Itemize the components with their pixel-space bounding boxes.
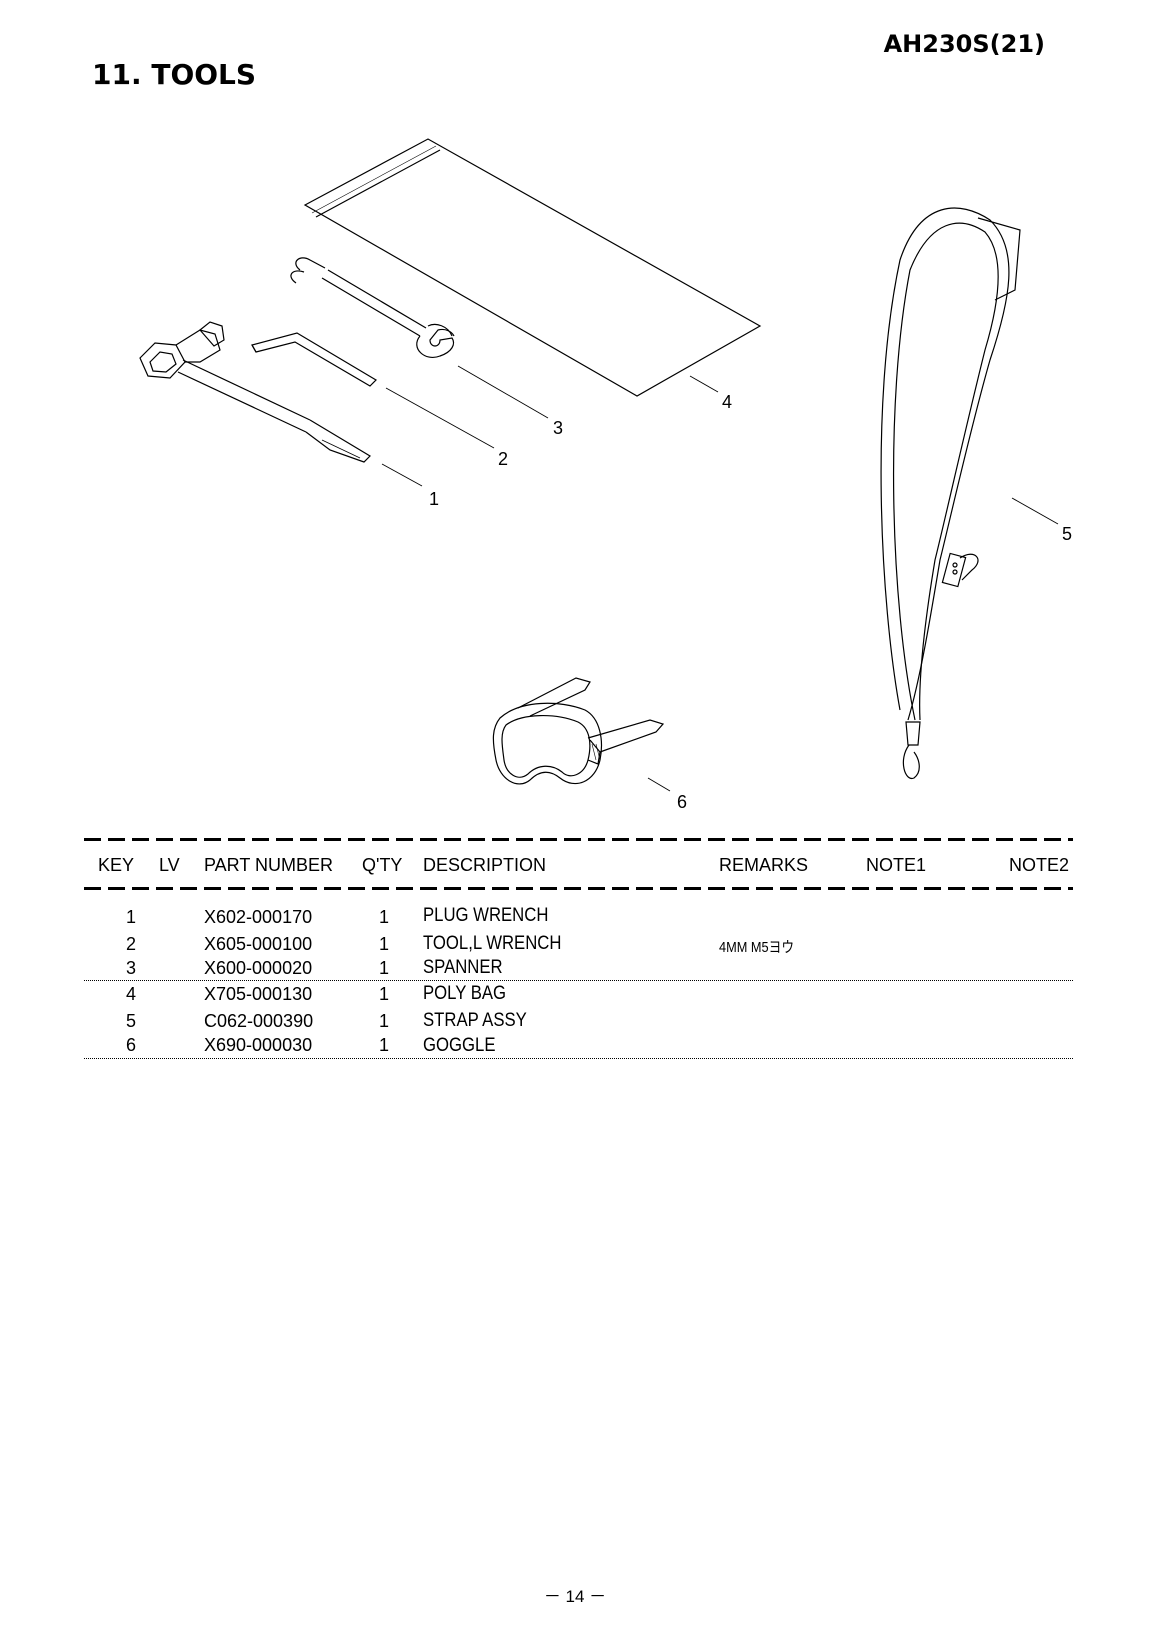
table-bottom-rule — [84, 1058, 1073, 1059]
section-title: 11. TOOLS — [92, 58, 257, 91]
table-top-rule — [84, 838, 1073, 841]
col-header-note1: NOTE1 — [866, 855, 927, 875]
col-header-lv: LV — [159, 855, 180, 875]
col-header-part-number: PART NUMBER — [204, 855, 334, 875]
group-divider-1 — [84, 980, 1073, 981]
row-2-qty: 1 — [379, 934, 390, 954]
col-header-key: KEY — [98, 855, 135, 875]
row-1-part-number: X602-000170 — [204, 907, 313, 927]
row-4-qty: 1 — [379, 984, 390, 1004]
strap-drawing — [880, 207, 1021, 779]
row-5-part-number: C062-000390 — [204, 1011, 314, 1031]
row-6-description: GOGGLE — [423, 1035, 496, 1056]
poly-bag-drawing — [303, 138, 762, 397]
row-5-key: 5 — [125, 1011, 136, 1031]
row-5-qty: 1 — [379, 1011, 390, 1031]
goggle-drawing — [492, 677, 665, 785]
callout-4: 4 — [722, 392, 733, 412]
row-2-description: TOOL,L WRENCH — [423, 933, 562, 954]
exploded-parts-diagram — [139, 138, 1059, 792]
row-4-key: 4 — [125, 984, 136, 1004]
row-6-key: 6 — [125, 1035, 136, 1055]
row-1-qty: 1 — [379, 907, 390, 927]
callout-1: 1 — [429, 489, 440, 509]
l-wrench-drawing — [251, 332, 377, 387]
row-6-part-number: X690-000030 — [204, 1035, 313, 1055]
spanner-drawing — [290, 257, 455, 358]
row-4-part-number: X705-000130 — [204, 984, 313, 1004]
plug-wrench-drawing — [139, 321, 371, 463]
row-2-remarks: 4MM M5ヨウ — [719, 939, 795, 956]
row-3-part-number: X600-000020 — [204, 958, 313, 978]
callout-5: 5 — [1062, 524, 1073, 544]
callout-6: 6 — [677, 792, 688, 812]
leader-lines — [381, 365, 1059, 792]
col-header-note2: NOTE2 — [1009, 855, 1070, 875]
row-2-key: 2 — [125, 934, 136, 954]
row-3-description: SPANNER — [423, 957, 503, 978]
callout-3: 3 — [553, 418, 564, 438]
row-3-qty: 1 — [379, 958, 390, 978]
row-1-description: PLUG WRENCH — [423, 905, 549, 926]
row-1-key: 1 — [125, 907, 136, 927]
row-3-key: 3 — [125, 958, 136, 978]
callout-2: 2 — [498, 449, 509, 469]
page-number: － 14 － — [543, 1587, 607, 1606]
col-header-description: DESCRIPTION — [423, 855, 547, 875]
model-code: AH230S(21) — [883, 30, 1045, 58]
col-header-remarks: REMARKS — [719, 855, 809, 875]
row-4-description: POLY BAG — [423, 983, 507, 1004]
row-2-part-number: X605-000100 — [204, 934, 313, 954]
row-6-qty: 1 — [379, 1035, 390, 1055]
col-header-qty: Q'TY — [362, 855, 403, 875]
table-header-rule — [84, 887, 1073, 890]
row-5-description: STRAP ASSY — [423, 1010, 527, 1031]
